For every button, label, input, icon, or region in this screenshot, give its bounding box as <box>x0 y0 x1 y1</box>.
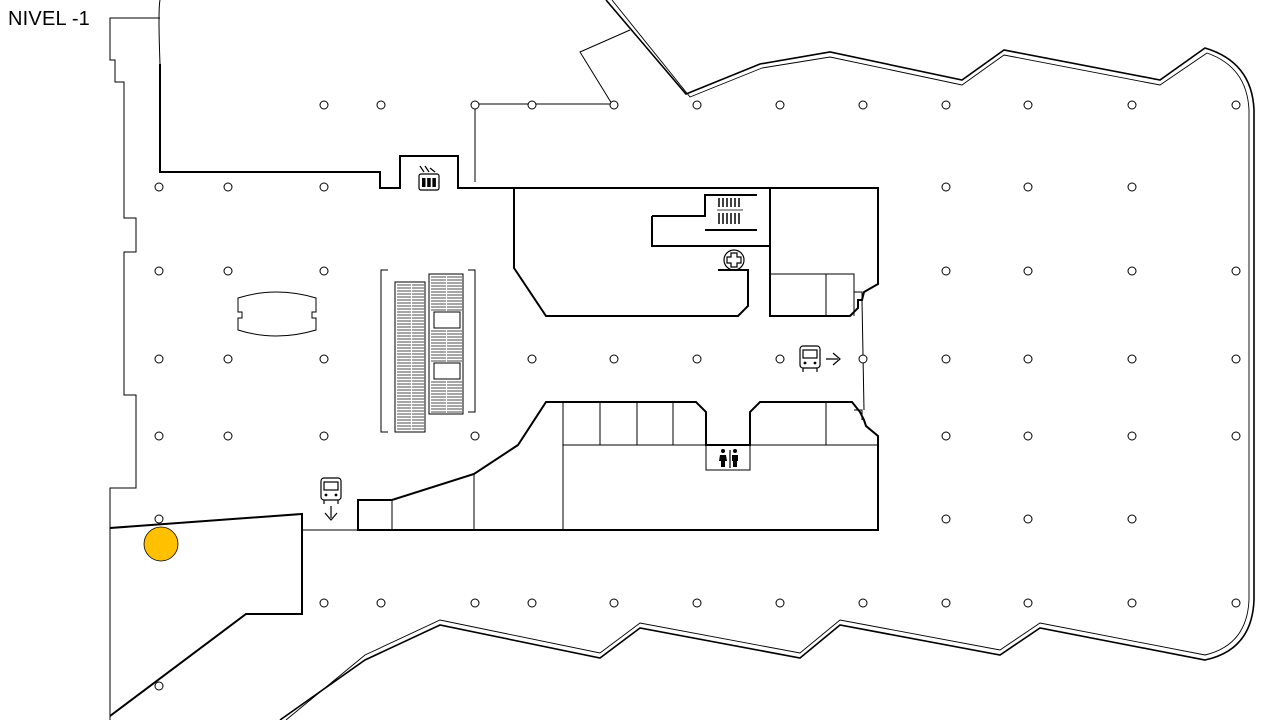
column <box>1231 431 1241 441</box>
column <box>692 100 702 110</box>
column <box>527 598 537 608</box>
column <box>1023 431 1033 441</box>
column <box>1231 266 1241 276</box>
arrow-right-icon <box>826 352 841 366</box>
column <box>1127 266 1137 276</box>
column <box>692 354 702 364</box>
column <box>1127 598 1137 608</box>
column <box>154 681 164 691</box>
column <box>941 354 951 364</box>
column <box>775 100 785 110</box>
column <box>1023 266 1033 276</box>
elevator-icon <box>418 165 440 191</box>
column <box>1127 514 1137 524</box>
bus-icon <box>799 345 821 372</box>
arrow-down-icon <box>324 506 338 521</box>
column <box>376 598 386 608</box>
column <box>154 431 164 441</box>
restroom-icon <box>719 449 738 468</box>
bus-icon <box>320 477 342 504</box>
column <box>1231 100 1241 110</box>
column <box>527 354 537 364</box>
column <box>775 598 785 608</box>
stairs-icon <box>717 198 743 224</box>
kiosk <box>237 291 317 337</box>
column <box>319 598 329 608</box>
column <box>223 431 233 441</box>
location-marker <box>143 526 179 562</box>
column <box>858 100 868 110</box>
column <box>941 598 951 608</box>
column <box>319 354 329 364</box>
column <box>154 514 164 524</box>
column <box>941 514 951 524</box>
column <box>692 598 702 608</box>
escalator-block <box>380 269 476 433</box>
column <box>858 598 868 608</box>
column <box>941 431 951 441</box>
column <box>223 354 233 364</box>
first-aid-icon <box>723 249 745 271</box>
column <box>1023 182 1033 192</box>
column <box>154 182 164 192</box>
column <box>1127 182 1137 192</box>
column <box>223 266 233 276</box>
column <box>1231 354 1241 364</box>
column <box>319 266 329 276</box>
column <box>470 598 480 608</box>
column <box>154 266 164 276</box>
column <box>1023 598 1033 608</box>
level-label: NIVEL -1 <box>8 8 91 30</box>
column <box>941 266 951 276</box>
building-outline <box>109 0 1255 720</box>
column <box>1127 100 1137 110</box>
column <box>319 182 329 192</box>
column <box>1231 598 1241 608</box>
column <box>527 100 537 110</box>
walls <box>109 64 879 717</box>
column <box>1023 100 1033 110</box>
column <box>376 100 386 110</box>
column <box>154 354 164 364</box>
column <box>470 431 480 441</box>
column <box>775 354 785 364</box>
column <box>319 431 329 441</box>
column <box>609 100 619 110</box>
columns <box>154 100 1241 691</box>
column <box>1127 431 1137 441</box>
column <box>319 100 329 110</box>
column <box>609 354 619 364</box>
column <box>941 100 951 110</box>
column <box>1023 514 1033 524</box>
column <box>858 354 868 364</box>
column <box>609 598 619 608</box>
column <box>1127 354 1137 364</box>
column <box>1023 354 1033 364</box>
column <box>470 100 480 110</box>
column <box>941 182 951 192</box>
column <box>223 182 233 192</box>
